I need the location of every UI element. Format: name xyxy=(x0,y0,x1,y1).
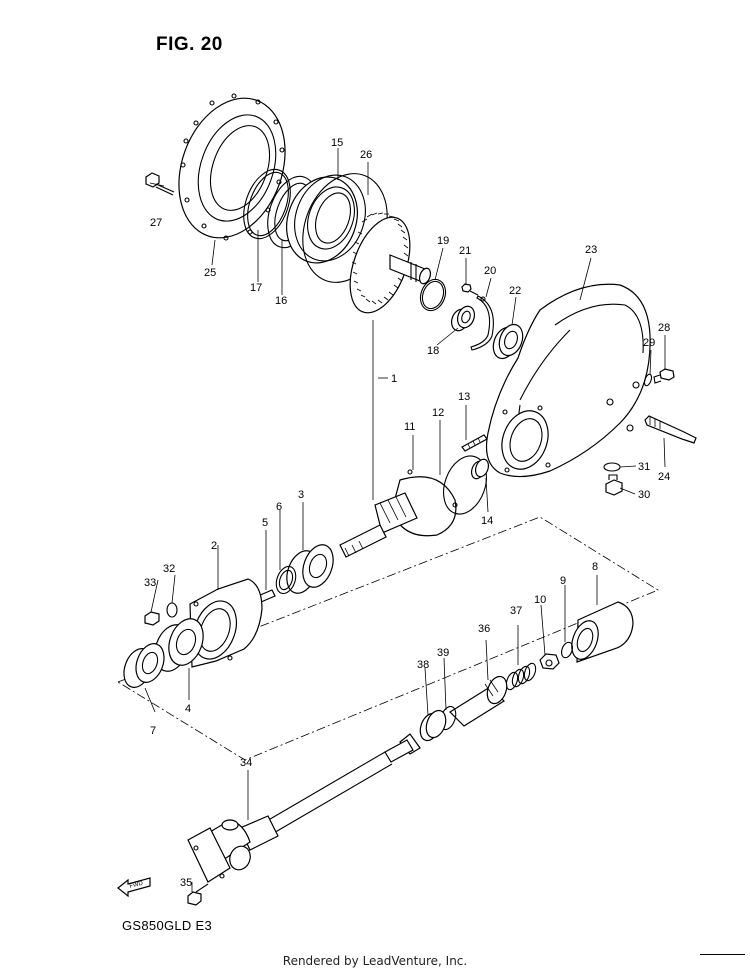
callout-26: 26 xyxy=(360,149,372,161)
callout-1: 1 xyxy=(391,373,397,385)
part-38-ring[interactable] xyxy=(417,708,449,743)
callout-3: 3 xyxy=(298,489,304,501)
part-21-bolt[interactable] xyxy=(461,283,479,296)
callout-9: 9 xyxy=(560,575,566,587)
callout-17: 17 xyxy=(250,282,262,294)
callout-15: 15 xyxy=(331,137,343,149)
part-25-flange-plate[interactable] xyxy=(160,83,303,253)
footer-credit: Rendered by LeadVenture, Inc. xyxy=(282,954,468,968)
callout-8: 8 xyxy=(592,561,598,573)
callout-7: 7 xyxy=(150,725,156,737)
callout-14: 14 xyxy=(481,515,493,527)
part-23-gear-case[interactable] xyxy=(485,283,651,478)
callout-39: 39 xyxy=(437,647,449,659)
figure-title: FIG. 20 xyxy=(156,34,223,55)
part-12-o-ring[interactable] xyxy=(436,450,494,520)
part-36-cam-joint[interactable] xyxy=(449,674,510,727)
part-8-coupling[interactable] xyxy=(567,601,634,663)
part-13-stud[interactable] xyxy=(461,434,488,452)
callout-12: 12 xyxy=(432,407,444,419)
part-3-bearing[interactable] xyxy=(281,541,338,598)
callout-37: 37 xyxy=(510,605,522,617)
callout-35: 35 xyxy=(180,877,192,889)
part-28-bolt[interactable] xyxy=(653,368,675,384)
part-32-washer[interactable] xyxy=(166,602,178,618)
callout-29: 29 xyxy=(643,337,655,349)
callout-27: 27 xyxy=(150,217,162,229)
model-code: GS850GLD E3 xyxy=(122,918,213,933)
part-31-washer[interactable] xyxy=(603,462,621,472)
part-10-nut[interactable] xyxy=(539,653,560,670)
leader-lines xyxy=(144,148,666,892)
callout-5: 5 xyxy=(262,517,268,529)
part-18-bearing[interactable] xyxy=(449,304,478,333)
callout-36: 36 xyxy=(478,623,490,635)
callout-30: 30 xyxy=(638,489,650,501)
callout-18: 18 xyxy=(427,345,439,357)
callout-20: 20 xyxy=(484,265,496,277)
part-34-propeller-shaft[interactable] xyxy=(187,733,421,883)
callout-33: 33 xyxy=(144,577,156,589)
callout-10: 10 xyxy=(534,594,546,606)
part-1-pinion[interactable] xyxy=(339,492,418,558)
footer-rule xyxy=(700,954,745,955)
callout-13: 13 xyxy=(458,391,470,403)
callout-labels: 1 2 3 4 5 6 7 8 9 10 11 12 13 14 15 16 1… xyxy=(144,137,670,889)
part-24-stud[interactable] xyxy=(644,415,697,444)
callout-11: 11 xyxy=(404,421,415,433)
callout-32: 32 xyxy=(163,563,175,575)
callout-31: 31 xyxy=(638,461,650,473)
callout-34: 34 xyxy=(240,757,252,769)
part-27-bolt[interactable] xyxy=(145,172,175,196)
callout-28: 28 xyxy=(658,322,670,334)
callout-22: 22 xyxy=(509,285,521,297)
part-17-o-ring[interactable] xyxy=(235,163,299,245)
part-9-washer[interactable] xyxy=(560,641,575,659)
part-30-plug[interactable] xyxy=(605,474,623,496)
part-7-oil-seal[interactable] xyxy=(119,640,169,691)
callout-16: 16 xyxy=(275,295,287,307)
callout-2: 2 xyxy=(211,540,217,552)
part-14-bearing[interactable] xyxy=(469,457,490,480)
part-1-ring-gear[interactable] xyxy=(338,209,432,321)
part-22-oil-seal[interactable] xyxy=(489,321,527,362)
part-35-bolt[interactable] xyxy=(187,883,209,906)
callout-19: 19 xyxy=(437,235,449,247)
part-20-plate[interactable] xyxy=(470,295,494,351)
callout-25: 25 xyxy=(204,267,216,279)
fwd-arrow-icon: FWD xyxy=(117,877,151,898)
callout-4: 4 xyxy=(185,703,191,715)
part-15-bearing[interactable] xyxy=(275,165,377,273)
part-37-spring[interactable] xyxy=(504,662,538,691)
callout-24: 24 xyxy=(658,471,670,483)
part-33-nut[interactable] xyxy=(144,611,160,626)
part-19-o-ring[interactable] xyxy=(416,276,449,314)
callout-6: 6 xyxy=(276,501,282,513)
assembly-boundary xyxy=(117,516,659,761)
callout-38: 38 xyxy=(417,659,429,671)
fwd-text: FWD xyxy=(129,880,144,890)
part-6-spacer[interactable] xyxy=(273,564,299,596)
callout-21: 21 xyxy=(459,245,471,257)
callout-23: 23 xyxy=(585,244,597,256)
